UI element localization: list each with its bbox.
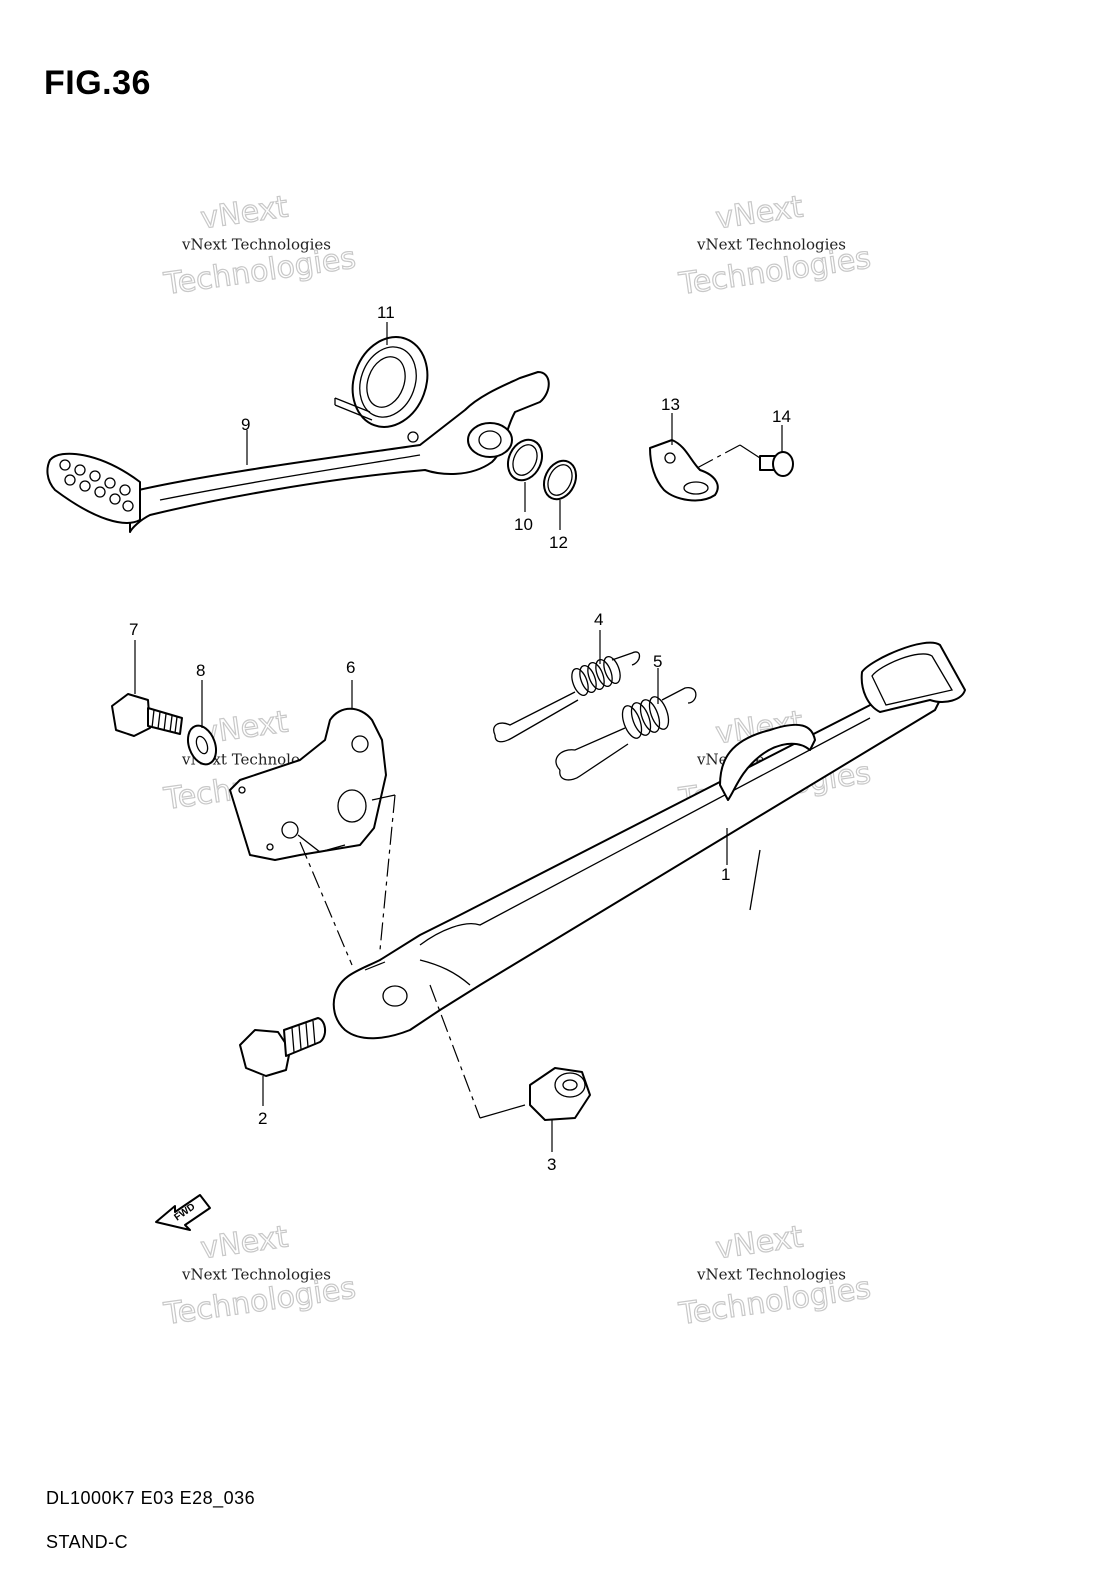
forward-direction-arrow: FWD — [155, 1194, 211, 1231]
callout-7: 7 — [129, 620, 138, 639]
part-pedal-lever — [46, 371, 550, 533]
part-pivot-bolt-2 — [239, 1017, 326, 1077]
svg-text:vNext Technologies: vNext Technologies — [696, 1266, 846, 1284]
part-washer-10 — [506, 438, 544, 482]
callout-14: 14 — [772, 407, 791, 426]
figure-code: DL1000K7 E03 E28_036 — [46, 1488, 256, 1508]
watermark-top-left: vNext vNext Technologies Technologies — [161, 189, 359, 303]
figure-name: STAND-C — [46, 1532, 129, 1552]
part-lever-spring — [334, 336, 429, 428]
part-nut-3 — [529, 1067, 591, 1121]
callout-8: 8 — [196, 661, 205, 680]
svg-text:vNext Technologies: vNext Technologies — [696, 236, 846, 254]
svg-text:vNext: vNext — [198, 190, 290, 237]
svg-text:vNext Technologies: vNext Technologies — [181, 236, 331, 254]
part-bolt-7 — [111, 693, 183, 737]
watermark-top-right: vNext vNext Technologies Technologies — [676, 189, 874, 303]
callout-1: 1 — [721, 865, 730, 884]
part-circlip-12 — [542, 459, 578, 501]
part-washer-8 — [186, 724, 218, 766]
callout-13: 13 — [661, 395, 680, 414]
callout-11: 11 — [377, 303, 395, 322]
figure-title: FIG.36 — [44, 64, 151, 102]
leader-lines — [134, 322, 783, 1152]
svg-text:vNext: vNext — [198, 1220, 290, 1267]
part-bracket-13 — [649, 439, 719, 502]
watermark-bottom-right: vNext vNext Technologies Technologies — [676, 1219, 874, 1333]
callout-labels: 1 2 3 4 5 6 7 8 9 10 11 12 13 14 — [129, 303, 791, 1174]
callout-5: 5 — [653, 652, 662, 671]
svg-text:vNext: vNext — [713, 190, 805, 237]
svg-text:vNext Technologies: vNext Technologies — [181, 1266, 331, 1284]
assembly-lines — [299, 444, 761, 1119]
part-side-stand — [332, 641, 966, 1040]
part-screw-14 — [759, 451, 794, 477]
callout-3: 3 — [547, 1155, 556, 1174]
callout-6: 6 — [346, 658, 355, 677]
callout-2: 2 — [258, 1109, 267, 1128]
callout-4: 4 — [594, 610, 603, 629]
svg-text:vNext: vNext — [713, 1220, 805, 1267]
callout-10: 10 — [514, 515, 533, 534]
part-spring-4 — [493, 651, 641, 743]
part-stand-bracket — [229, 707, 387, 861]
callout-9: 9 — [241, 415, 250, 434]
part-spring-5 — [555, 687, 697, 781]
callout-12: 12 — [549, 533, 568, 552]
